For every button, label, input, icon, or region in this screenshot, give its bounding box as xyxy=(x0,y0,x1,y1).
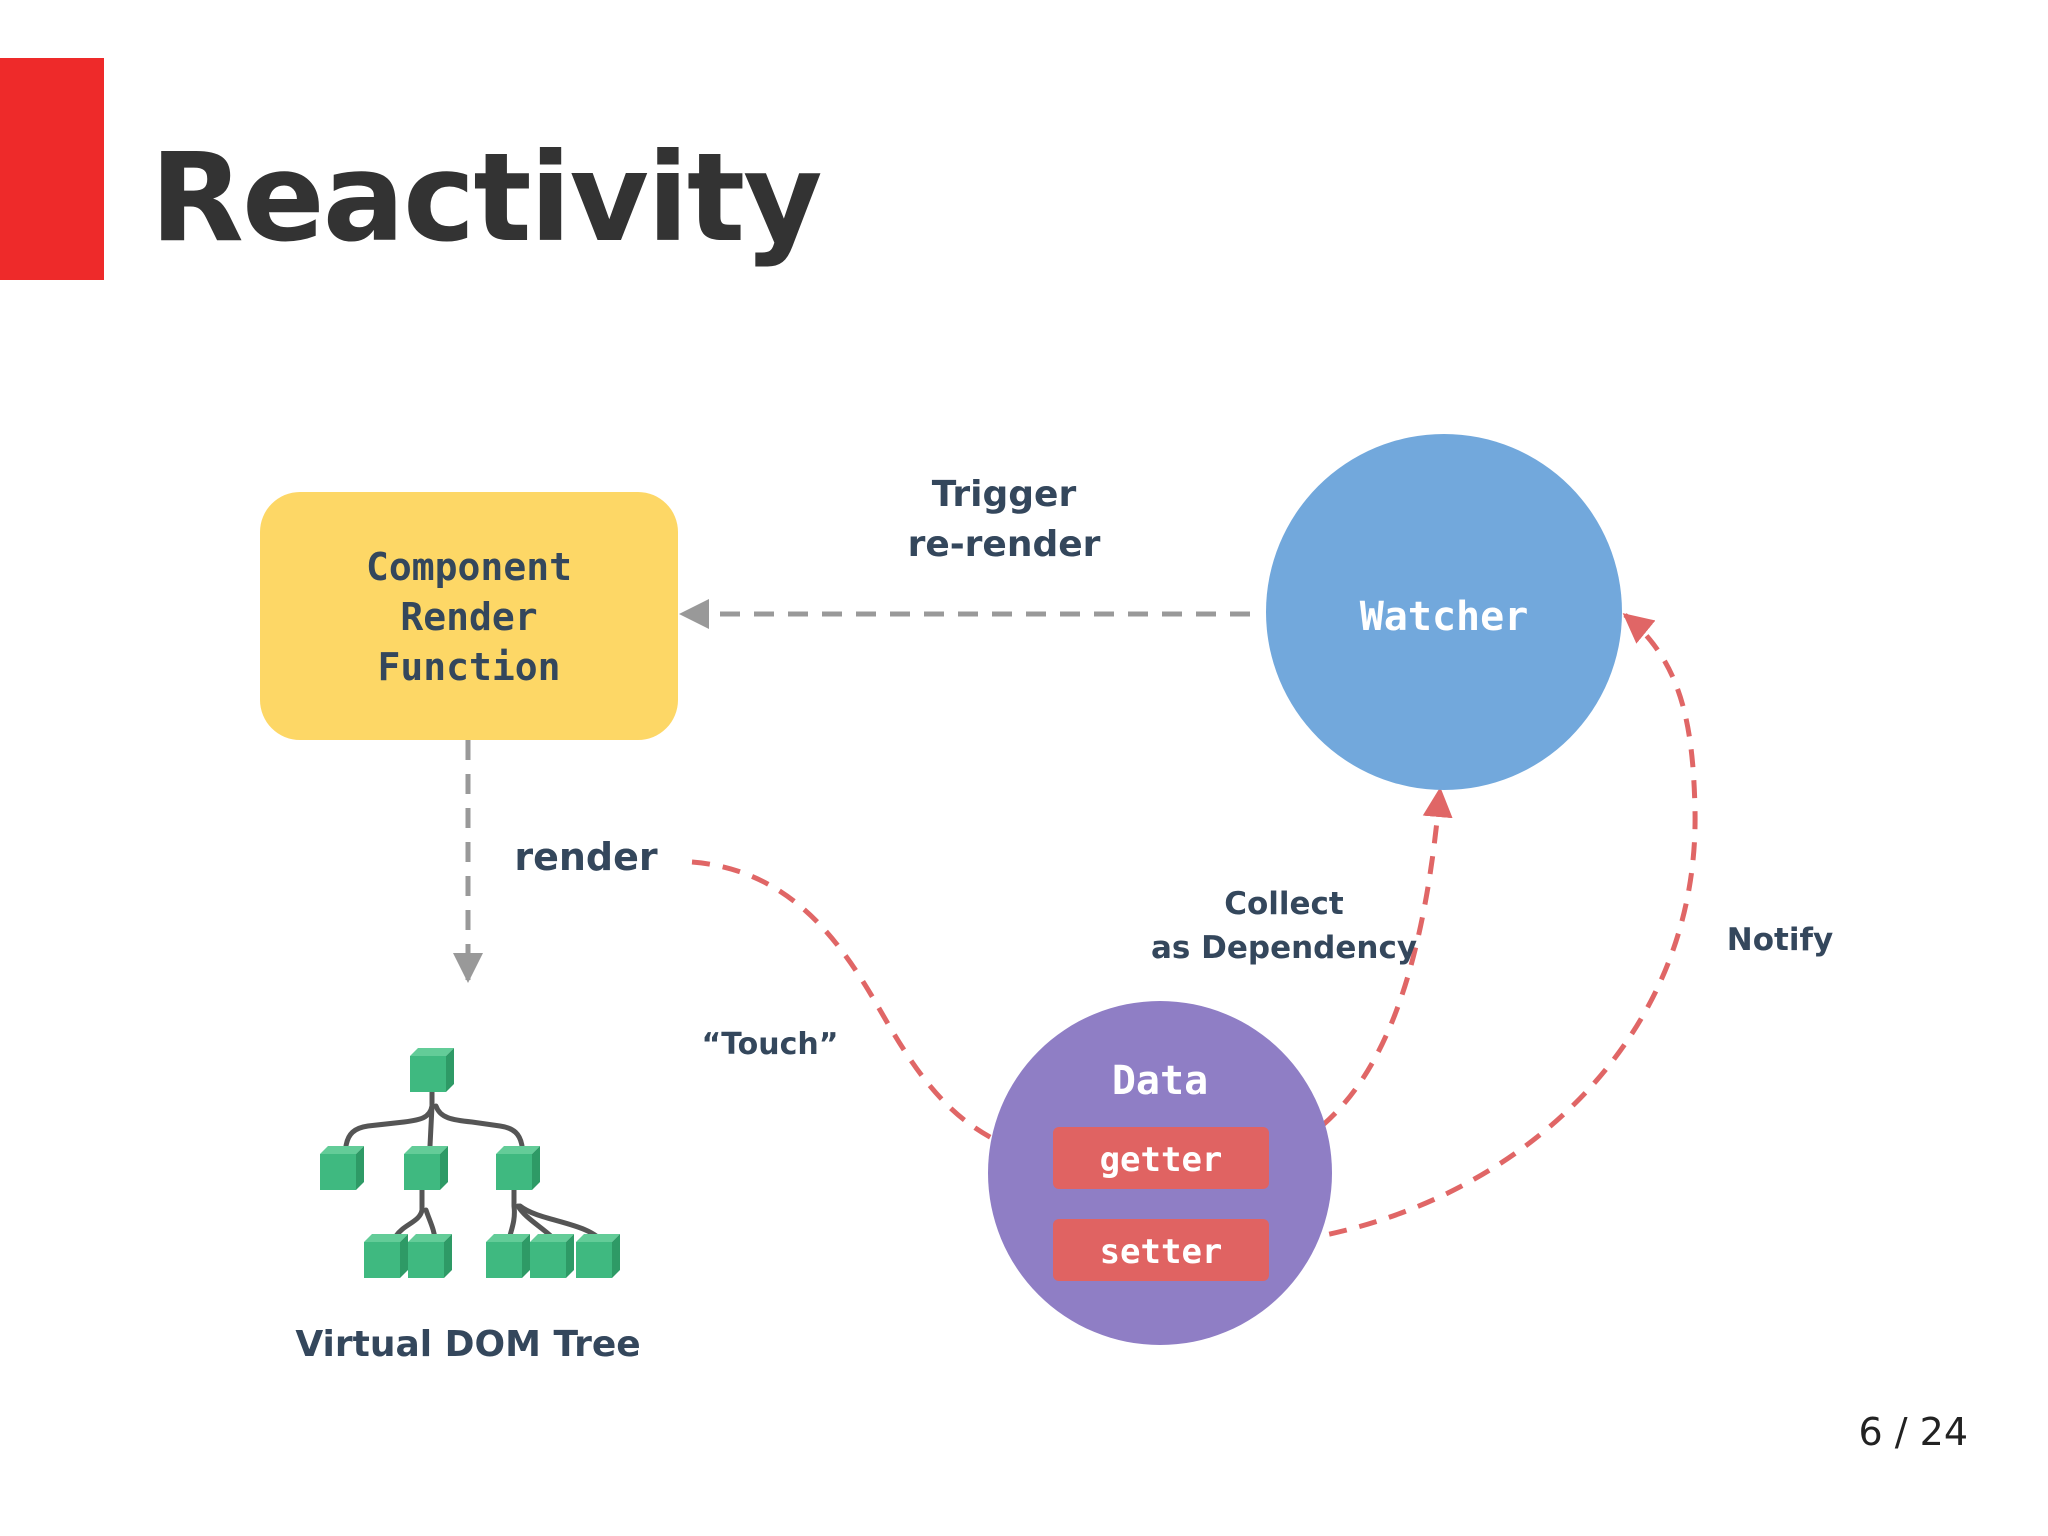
page-title: Reactivity xyxy=(150,127,823,269)
vdom-node xyxy=(320,1146,364,1190)
vdom-node xyxy=(404,1146,448,1190)
getter-label: getter xyxy=(1100,1140,1223,1180)
data-node: Data getter setter xyxy=(988,1001,1332,1345)
setter-box xyxy=(1053,1219,1269,1281)
vdom-node xyxy=(496,1146,540,1190)
virtual-dom-tree-label: Virtual DOM Tree xyxy=(295,1324,640,1365)
vdom-node xyxy=(530,1234,574,1278)
component-render-function-box: Component Render Function xyxy=(260,492,678,740)
virtual-dom-tree-icon xyxy=(320,1048,620,1278)
vdom-node xyxy=(576,1234,620,1278)
vdom-node xyxy=(364,1234,408,1278)
vdom-node xyxy=(408,1234,452,1278)
trigger-label-line1: Trigger xyxy=(932,474,1077,515)
vdom-node-root xyxy=(410,1048,454,1092)
accent-bar xyxy=(0,58,104,280)
notify-label: Notify xyxy=(1727,922,1833,958)
collect-label-line2: as Dependency xyxy=(1151,930,1417,966)
setter-label: setter xyxy=(1100,1232,1223,1272)
collect-label-line1: Collect xyxy=(1224,886,1344,922)
component-label-line3: Function xyxy=(377,645,560,689)
watcher-node: Watcher xyxy=(1266,434,1622,790)
vdom-node xyxy=(486,1234,530,1278)
watcher-label: Watcher xyxy=(1360,594,1529,640)
touch-arrow xyxy=(691,859,1049,1167)
getter-box xyxy=(1053,1127,1269,1189)
component-label-line2: Render xyxy=(400,595,537,639)
page-number: 6 / 24 xyxy=(1858,1410,1969,1454)
notify-arrow xyxy=(1267,613,1698,1247)
component-label-line1: Component xyxy=(366,545,572,589)
touch-label: “Touch” xyxy=(701,1027,838,1062)
render-label: render xyxy=(514,835,658,879)
data-label: Data xyxy=(1112,1058,1208,1104)
trigger-label-line2: re-render xyxy=(908,524,1101,565)
